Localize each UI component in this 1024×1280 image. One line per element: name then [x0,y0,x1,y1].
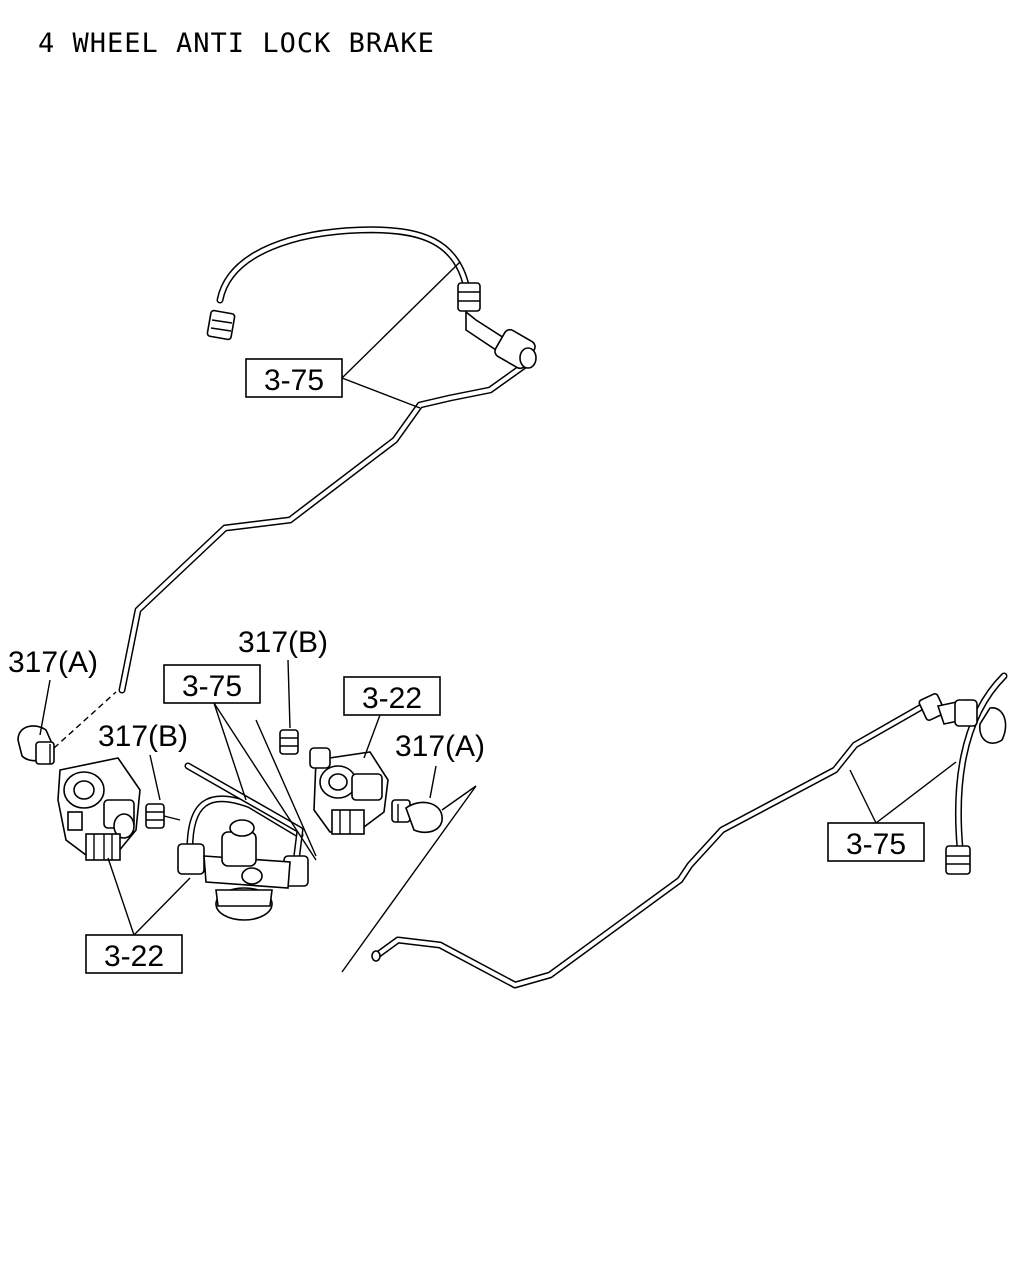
diagram-title: 4 WHEEL ANTI LOCK BRAKE [38,28,435,59]
label-3-75-right: 3-75 [827,761,957,862]
label-317a-right: 317(A) [341,730,485,973]
label-3-75-top: 3-75 [245,261,461,409]
brake-pipe-top [118,226,529,694]
label-3-22-right: 3-22 [343,676,441,759]
fitting-317a-left [17,691,117,765]
label-317b-right: 317(B) [238,626,328,729]
label-317a-left-text: 317(A) [8,646,98,679]
label-3-75-top-text: 3-75 [264,364,324,397]
abs-valve-right [309,747,389,835]
brake-pipe-right [371,672,1008,989]
label-317b-right-text: 317(B) [238,626,328,659]
fitting-317b-left [145,803,181,829]
fitting-317a-right [391,799,443,834]
label-3-75-center-text: 3-75 [182,670,242,703]
pipe-union-top-right [457,282,537,370]
pipe-flare-nut-top-left [206,309,236,341]
abs-valve-left [57,757,141,861]
label-317a-right-text: 317(A) [395,730,485,763]
label-3-75-center: 3-75 [163,664,317,861]
relay-valve-center [177,762,309,921]
label-317b-left-text: 317(B) [98,720,188,753]
label-3-22-right-text: 3-22 [362,682,422,715]
label-317b-left: 317(B) [98,720,188,801]
label-3-22-left-text: 3-22 [104,940,164,973]
pipe-union-right [918,692,1007,875]
label-3-75-right-text: 3-75 [846,828,906,861]
label-317a-left: 317(A) [8,646,98,736]
label-3-22-left: 3-22 [85,857,191,974]
fitting-317b-right [279,729,299,755]
